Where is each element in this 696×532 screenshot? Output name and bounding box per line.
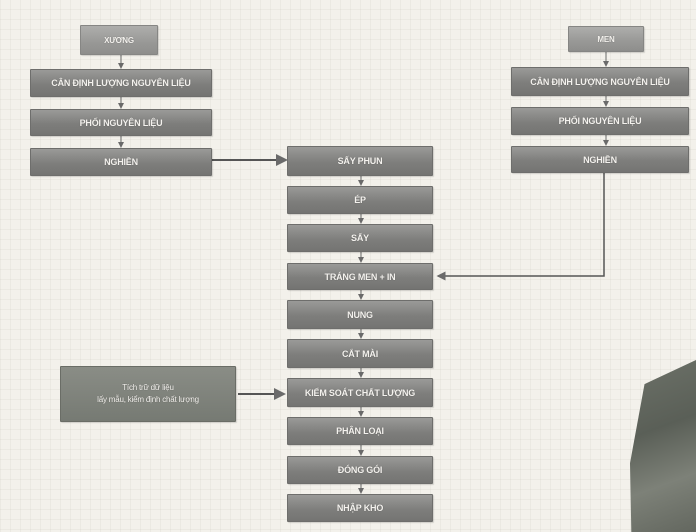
- main-step-sorting: PHÂN LOẠI: [287, 417, 433, 445]
- side-note-line2: lấy mẫu, kiểm định chất lượng: [97, 395, 199, 404]
- right-branch-header: MEN: [568, 26, 644, 52]
- side-note-line1: Tích trữ dữ liệu: [122, 383, 174, 392]
- left-step-weigh: CÂN ĐỊNH LƯỢNG NGUYÊN LIỆU: [30, 69, 212, 97]
- main-step-dry: SẤY: [287, 224, 433, 252]
- main-step-warehouse: NHẬP KHO: [287, 494, 433, 522]
- right-step-mix: PHỐI NGUYÊN LIỆU: [511, 107, 689, 135]
- main-step-quality-control: KIỂM SOÁT CHẤT LƯỢNG: [287, 378, 433, 407]
- main-step-fire: NUNG: [287, 300, 433, 329]
- main-step-spray-dry: SẤY PHUN: [287, 146, 433, 176]
- main-step-glaze-print: TRÁNG MEN + IN: [287, 263, 433, 290]
- arrow-right-to-main: [436, 172, 605, 281]
- left-step-mix: PHỐI NGUYÊN LIỆU: [30, 109, 212, 136]
- main-step-cut-polish: CẮT MÀI: [287, 339, 433, 368]
- side-note-box: Tích trữ dữ liệu lấy mẫu, kiểm định chất…: [60, 366, 236, 422]
- right-step-weigh: CÂN ĐỊNH LƯỢNG NGUYÊN LIỆU: [511, 67, 689, 96]
- left-branch-header: XƯƠNG: [80, 25, 158, 55]
- main-step-packaging: ĐÓNG GÓI: [287, 456, 433, 484]
- right-step-grind: NGHIỀN: [511, 146, 689, 173]
- main-step-press: ÉP: [287, 186, 433, 214]
- left-step-grind: NGHIỀN: [30, 148, 212, 176]
